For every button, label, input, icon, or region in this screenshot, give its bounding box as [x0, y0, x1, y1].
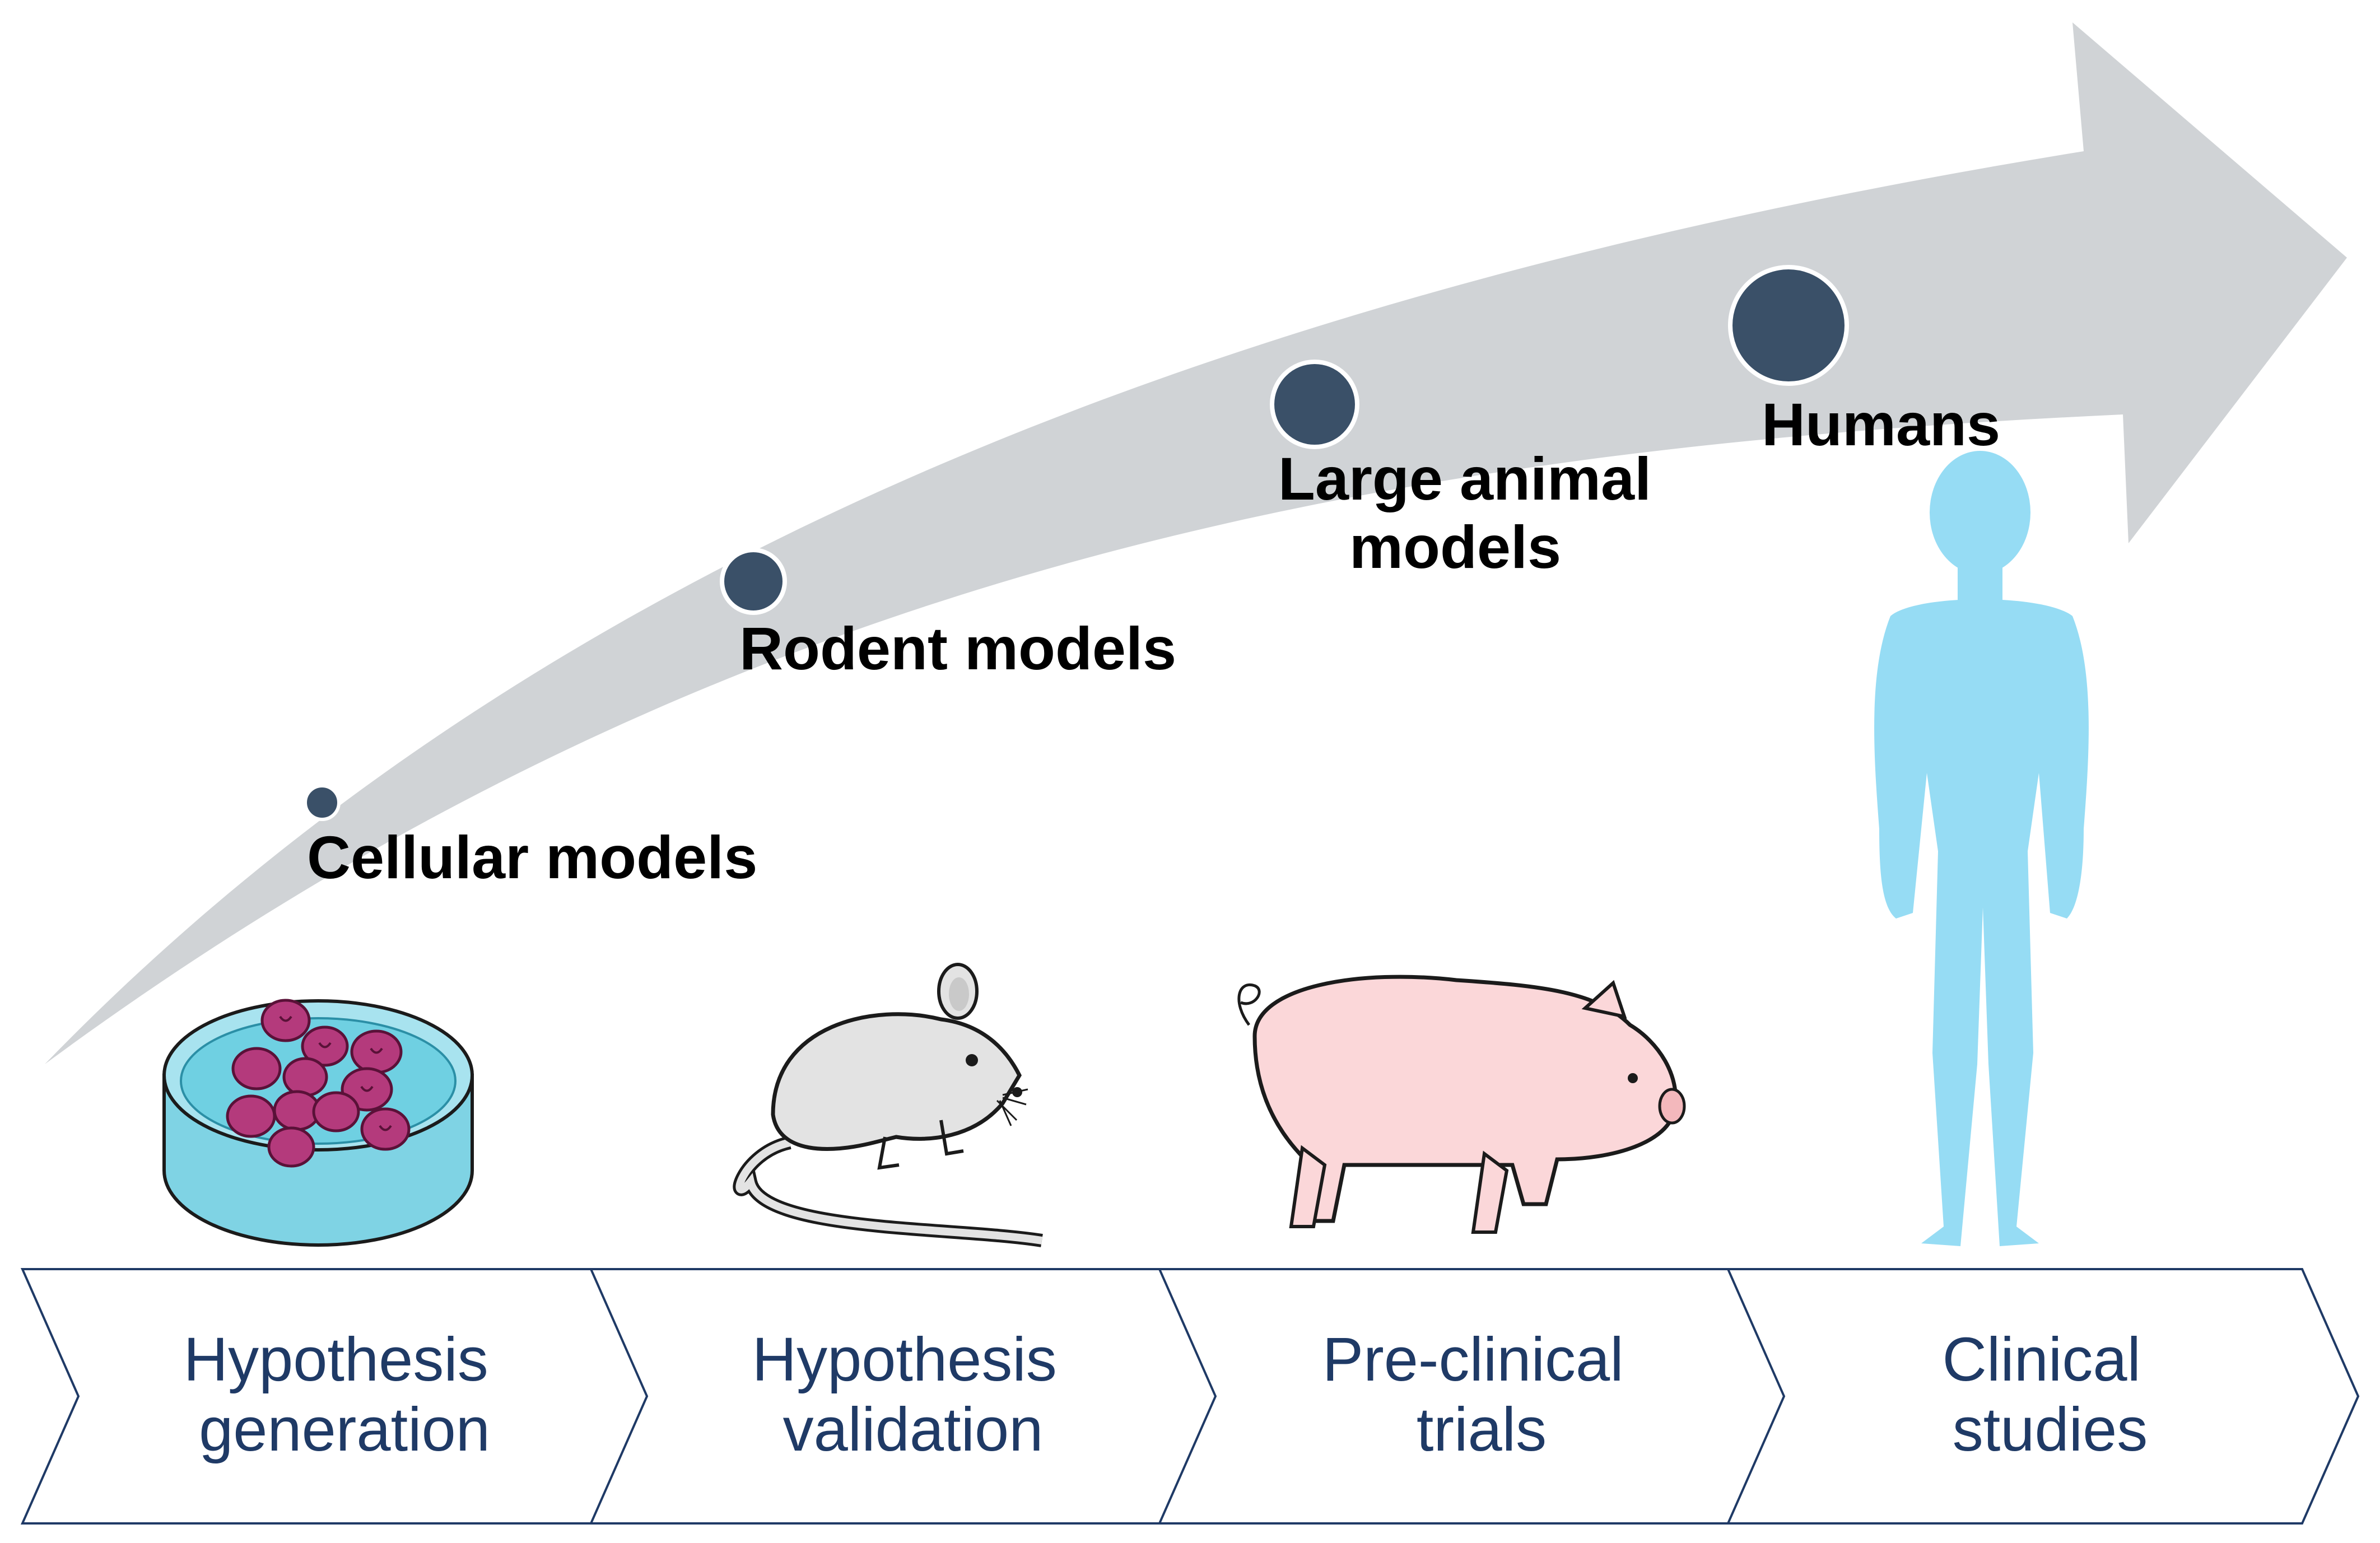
marker-rodent — [720, 548, 787, 615]
label-humans: Humans — [1762, 390, 2000, 458]
marker-cellular — [304, 784, 341, 821]
stage-chevron-4: Clinical studies — [1726, 1268, 2360, 1525]
stage-chevron-3: Pre-clinical trials — [1157, 1268, 1791, 1525]
pig-icon — [1237, 975, 1686, 1234]
label-cellular-models: Cellular models — [307, 823, 757, 891]
stage-label-pre-clinical-trials: Pre-clinical trials — [1322, 1325, 1641, 1464]
petri-dish-cells-icon — [162, 999, 474, 1247]
marker-humans — [1728, 265, 1849, 386]
stage-chevron-1: Hypothesis generation — [20, 1268, 654, 1525]
mouse-icon — [733, 963, 1043, 1247]
stage-label-clinical-studies: Clinical studies — [1942, 1325, 2158, 1464]
stage-label-hypothesis-generation: Hypothesis generation — [184, 1325, 506, 1464]
stage-chevron-2: Hypothesis validation — [589, 1268, 1223, 1525]
label-large-animal-models: Large animal models — [1278, 445, 1668, 581]
label-rodent-models: Rodent models — [739, 614, 1176, 682]
marker-large-animal — [1270, 360, 1359, 449]
human-figure-icon — [1874, 451, 2089, 1246]
stage-label-hypothesis-validation: Hypothesis validation — [752, 1325, 1074, 1464]
